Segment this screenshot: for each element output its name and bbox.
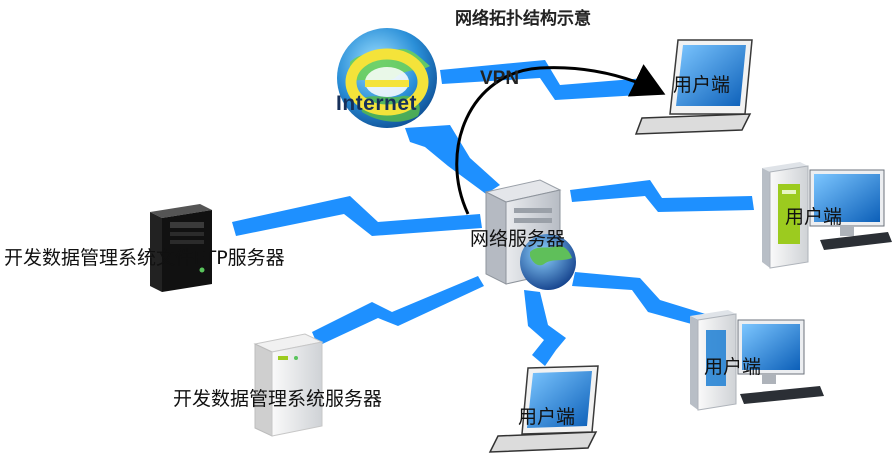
lightning-laptop-bottom-to-server — [524, 290, 566, 366]
client-label-right-top: 用户端 — [785, 206, 843, 228]
desktop-icon-right-bottom — [690, 310, 824, 411]
lightning-desktop-top-to-server — [570, 180, 754, 212]
laptop-icon-bottom — [488, 365, 599, 453]
db-server-label: 开发数据管理系统服务器 — [173, 388, 383, 410]
lightning-ftp-to-server — [232, 196, 482, 236]
lightning-db-to-server — [312, 276, 484, 346]
vpn-arrow — [455, 64, 666, 215]
client-label-bottom: 用户端 — [518, 406, 576, 428]
internet-label: Internet — [336, 92, 418, 115]
lightning-internet-to-server — [405, 125, 500, 194]
ftp-server-tower-icon — [150, 204, 212, 292]
internet-globe-icon — [337, 28, 437, 128]
lightning-internet-to-laptop — [440, 60, 645, 100]
desktop-icon-right-top — [762, 162, 892, 269]
client-label-vpn: 用户端 — [673, 74, 731, 96]
center-server-icon — [484, 179, 576, 290]
lightning-links — [232, 60, 754, 366]
diagram-title: 网络拓扑结构示意 — [455, 9, 591, 29]
laptop-icon-vpn-client — [634, 39, 753, 135]
db-server-tower-icon — [253, 333, 324, 437]
ftp-server-label: 开发数据管理系统文件FTP服务器 — [4, 247, 285, 269]
center-server-label: 网络服务器 — [470, 228, 566, 250]
vpn-label: VPN — [480, 68, 520, 89]
client-label-right-bottom: 用户端 — [704, 356, 762, 378]
lightning-desktop-bottom-to-server — [572, 272, 712, 328]
